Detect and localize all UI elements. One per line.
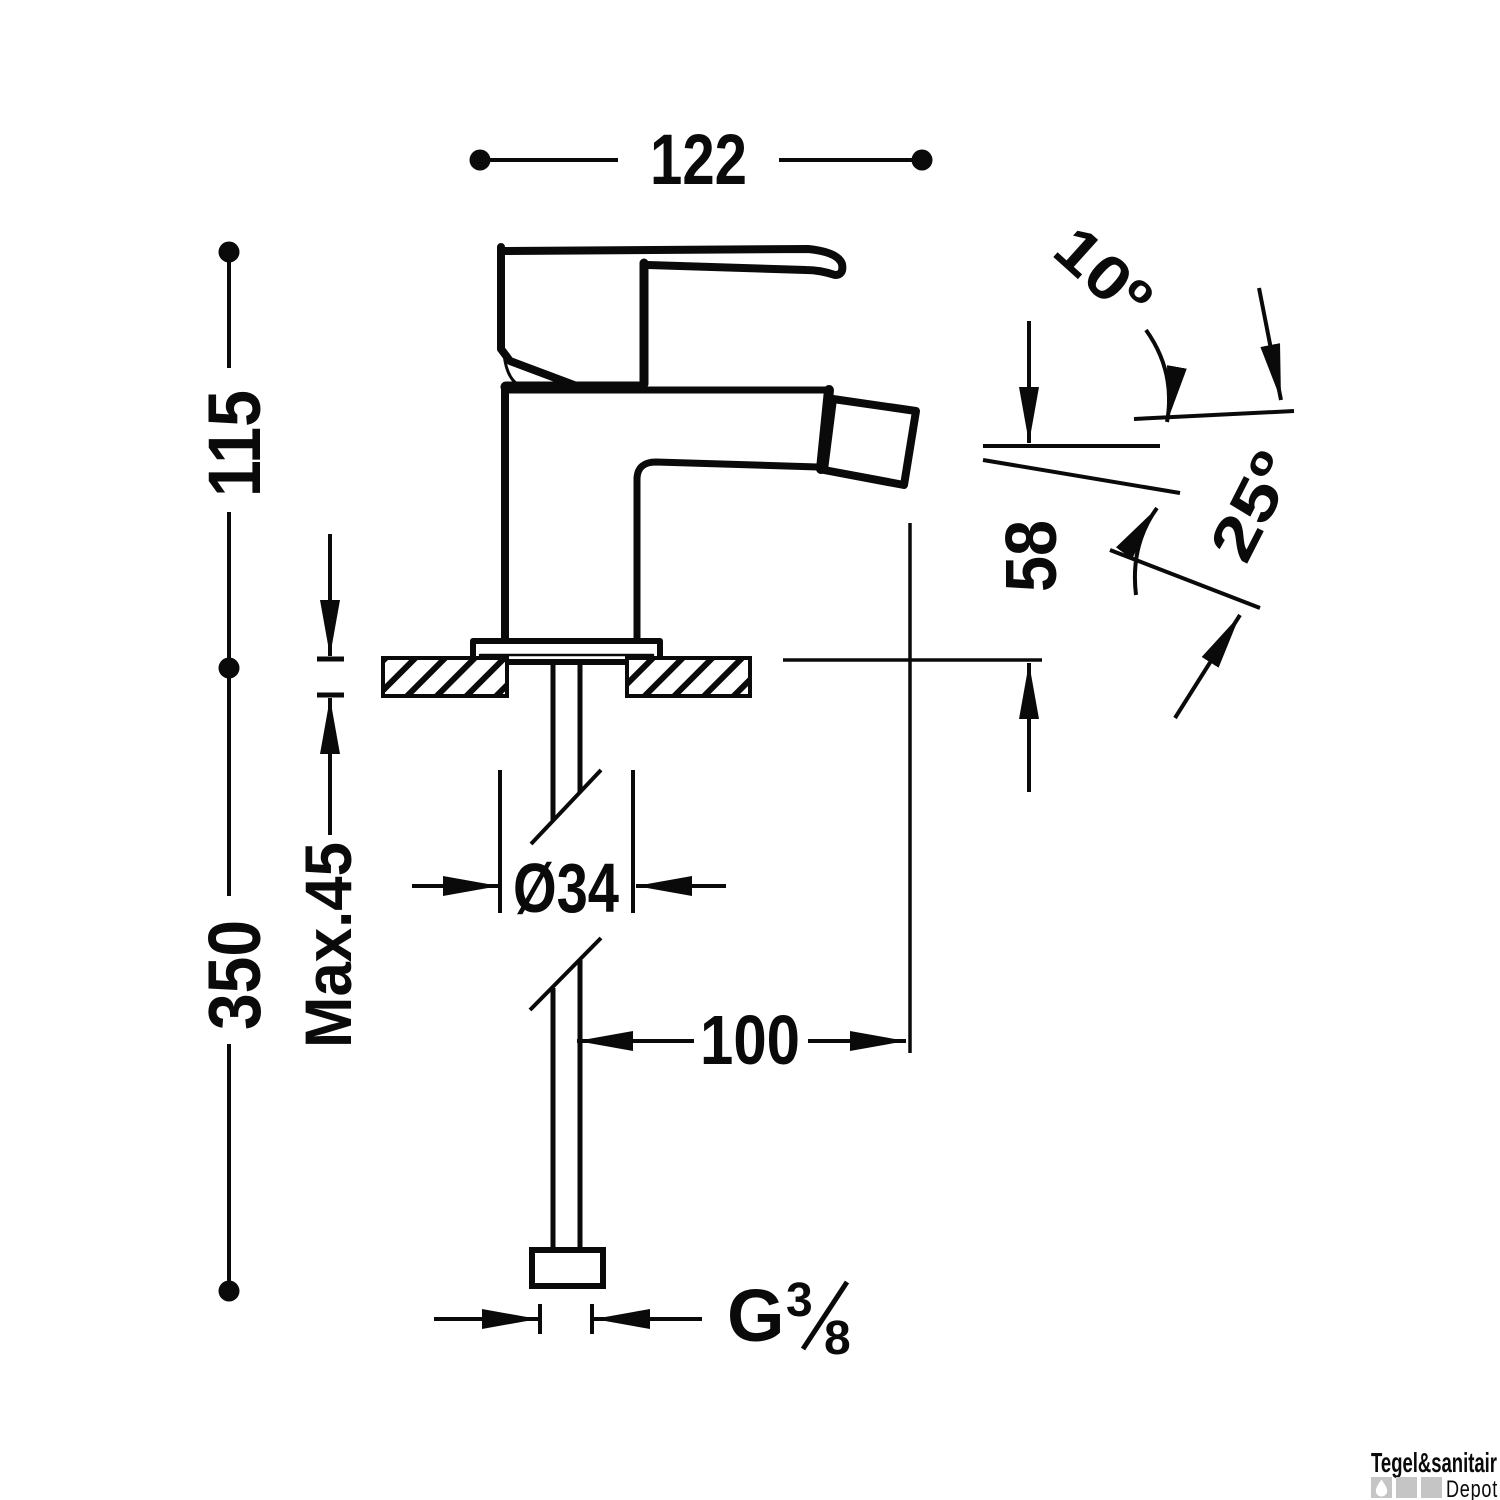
dim-thread: G 3 8 (434, 1274, 851, 1365)
deck-hatch-right (625, 656, 752, 698)
dimension-dot (218, 241, 240, 263)
fraction-slash (800, 1280, 850, 1351)
hose-break-slash (528, 936, 603, 1012)
hose-break-slash (529, 768, 603, 846)
angle-straight-arrow (1257, 287, 1283, 401)
cap-left-edge (497, 243, 578, 389)
outlet-aerator (820, 395, 920, 489)
dimension-dot (911, 149, 933, 171)
watermark-tile (1421, 1477, 1442, 1498)
watermark-depot-text: Depot (1446, 1476, 1498, 1500)
dim-overall-width: 122 (469, 121, 933, 200)
dim-spout-angle: 10º (1041, 213, 1295, 423)
counter-section (381, 656, 1042, 698)
dim-max-deck: Max.45 (291, 534, 365, 1048)
dim-label-122: 122 (650, 121, 747, 200)
dim-left-column: 115 350 (193, 241, 276, 1302)
watermark-brand-text: Tegel&sanitair (1371, 1447, 1497, 1478)
watermark-tile (1396, 1477, 1417, 1498)
handle-lever (497, 245, 847, 279)
dim-shank-diameter: Ø34 (412, 770, 726, 927)
dim-label-115: 115 (193, 390, 276, 497)
base-flange (470, 638, 663, 665)
angle-arc-arrow (1115, 506, 1159, 596)
dim-handle-angle: 25º (982, 441, 1309, 720)
angle-reference-line (1133, 409, 1295, 421)
dimension-dot (469, 149, 491, 171)
water-drop-icon (1375, 1479, 1388, 1497)
dim-label-350: 350 (193, 920, 276, 1030)
spout-underside (633, 458, 822, 648)
faucet-outline (470, 243, 920, 665)
deck-hatch-left (381, 656, 509, 698)
angle-ray-spout-axis (982, 458, 1181, 495)
watermark: Tegel&sanitair Depot (1371, 1447, 1498, 1500)
thread-denominator: 8 (824, 1312, 851, 1365)
dim-label-58: 58 (992, 520, 1072, 592)
dim-label-10deg: 10º (1041, 213, 1165, 335)
angle-straight-arrow (1173, 613, 1242, 720)
dim-label-o34: Ø34 (513, 849, 619, 927)
dim-label-100: 100 (700, 1001, 800, 1079)
dim-label-25deg: 25º (1197, 441, 1309, 572)
hose-nut (529, 1247, 606, 1289)
thread-letter: G (727, 1274, 785, 1357)
dim-label-max45: Max.45 (291, 842, 365, 1048)
thread-numerator: 3 (786, 1274, 813, 1327)
supply-hose (528, 663, 606, 1289)
dim-spout-reach: 100 (577, 523, 912, 1079)
angle-arc-arrow (1144, 328, 1187, 423)
dim-outlet-height: 58 (983, 321, 1160, 792)
